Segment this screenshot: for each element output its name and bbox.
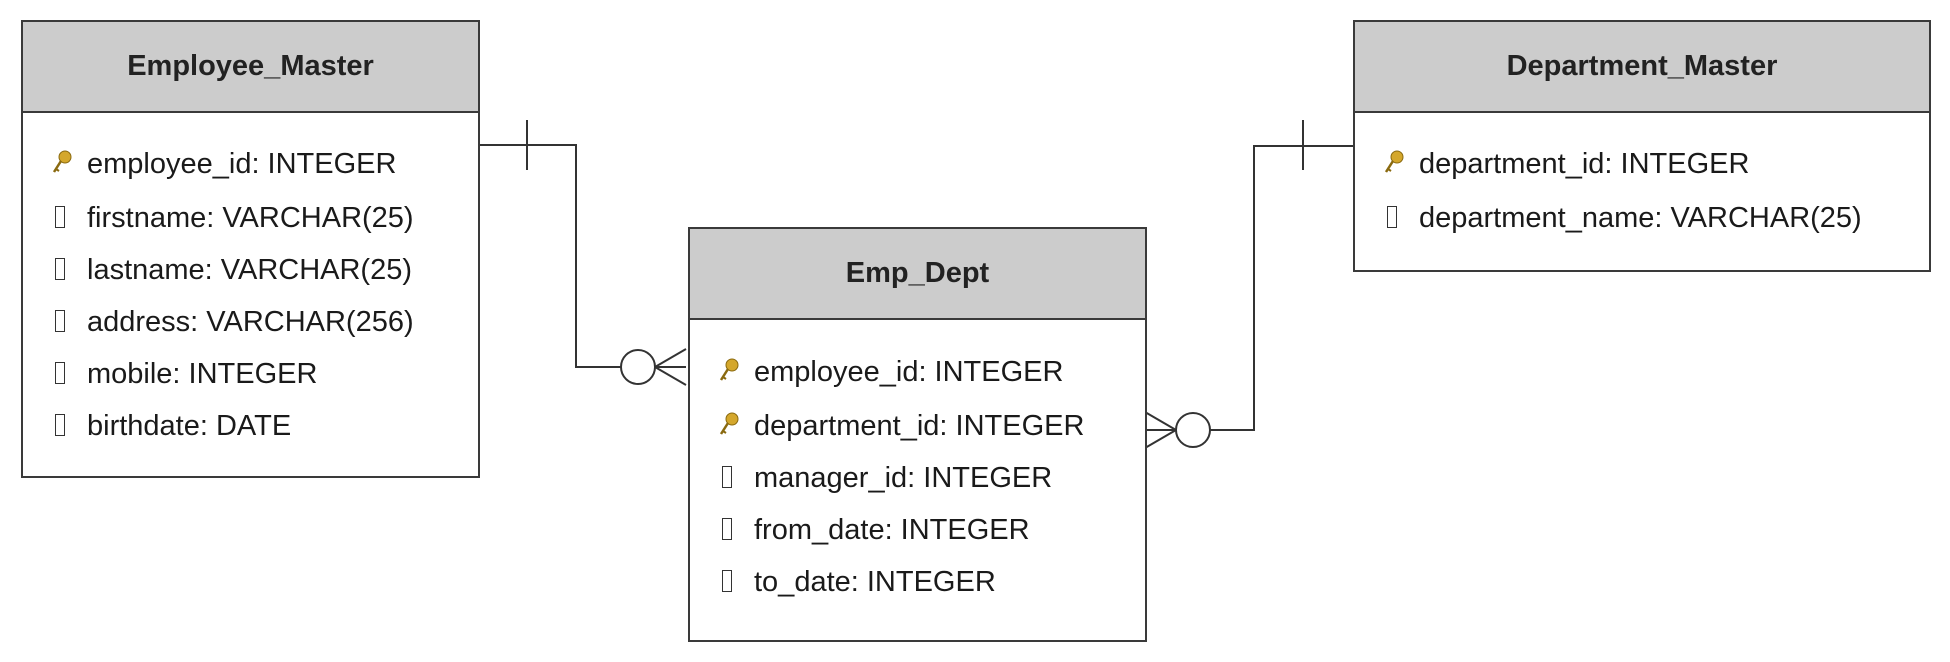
- field-row[interactable]: firstname: VARCHAR(25): [51, 198, 414, 238]
- field-label: address: VARCHAR(256): [87, 305, 414, 338]
- key-icon: [51, 144, 73, 184]
- entity-title: Department_Master: [1506, 50, 1778, 82]
- entity-emp-dept[interactable]: Emp_Dept employee_id: INTEGER department…: [688, 227, 1147, 642]
- column-icon: [718, 510, 740, 550]
- column-icon: [718, 458, 740, 498]
- field-row[interactable]: birthdate: DATE: [51, 406, 291, 446]
- entity-employee-master[interactable]: Employee_Master employee_id: INTEGER fir…: [21, 20, 480, 478]
- entity-header: Department_Master: [1355, 22, 1929, 113]
- relationship-employee-empdept: [480, 120, 687, 386]
- field-label: mobile: INTEGER: [87, 357, 318, 390]
- crows-foot-upper: [1144, 411, 1177, 431]
- entity-header: Employee_Master: [23, 22, 478, 113]
- entity-header: Emp_Dept: [690, 229, 1145, 320]
- column-icon: [51, 198, 73, 238]
- column-icon: [51, 302, 73, 342]
- crows-foot-lower: [654, 366, 687, 386]
- field-row[interactable]: from_date: INTEGER: [718, 510, 1030, 550]
- field-label: department_id: INTEGER: [754, 409, 1085, 442]
- column-icon: [1383, 198, 1405, 238]
- field-row[interactable]: employee_id: INTEGER: [718, 352, 1063, 392]
- field-label: from_date: INTEGER: [754, 513, 1030, 546]
- field-label: department_id: INTEGER: [1419, 147, 1750, 180]
- column-icon: [51, 354, 73, 394]
- crows-foot-upper: [654, 348, 687, 368]
- entity-title: Emp_Dept: [845, 257, 990, 289]
- field-row[interactable]: to_date: INTEGER: [718, 562, 996, 602]
- key-icon: [718, 406, 740, 446]
- field-label: employee_id: INTEGER: [87, 147, 397, 180]
- column-icon: [51, 250, 73, 290]
- key-icon: [718, 352, 740, 392]
- field-label: birthdate: DATE: [87, 409, 292, 442]
- crows-foot-lower: [1144, 429, 1177, 449]
- field-row[interactable]: lastname: VARCHAR(25): [51, 250, 412, 290]
- key-icon: [1383, 144, 1405, 184]
- field-row[interactable]: department_name: VARCHAR(25): [1383, 198, 1862, 238]
- field-row[interactable]: department_id: INTEGER: [718, 406, 1084, 446]
- field-row[interactable]: address: VARCHAR(256): [51, 302, 414, 342]
- column-icon: [718, 562, 740, 602]
- relationship-line: [1210, 145, 1353, 431]
- column-icon: [51, 406, 73, 446]
- field-row[interactable]: manager_id: INTEGER: [718, 458, 1052, 498]
- zero-circle: [1175, 412, 1211, 448]
- field-label: to_date: INTEGER: [754, 565, 996, 598]
- field-label: employee_id: INTEGER: [754, 355, 1064, 388]
- field-row[interactable]: department_id: INTEGER: [1383, 144, 1749, 184]
- field-row[interactable]: mobile: INTEGER: [51, 354, 317, 394]
- field-row[interactable]: employee_id: INTEGER: [51, 144, 396, 184]
- zero-circle: [620, 349, 656, 385]
- entity-title: Employee_Master: [127, 50, 374, 82]
- entity-department-master[interactable]: Department_Master department_id: INTEGER…: [1353, 20, 1931, 272]
- field-label: lastname: VARCHAR(25): [87, 253, 413, 286]
- field-label: manager_id: INTEGER: [754, 461, 1053, 494]
- relationship-department-empdept: [1144, 120, 1353, 449]
- field-label: department_name: VARCHAR(25): [1419, 201, 1862, 234]
- relationship-line: [480, 144, 621, 368]
- field-label: firstname: VARCHAR(25): [87, 201, 414, 234]
